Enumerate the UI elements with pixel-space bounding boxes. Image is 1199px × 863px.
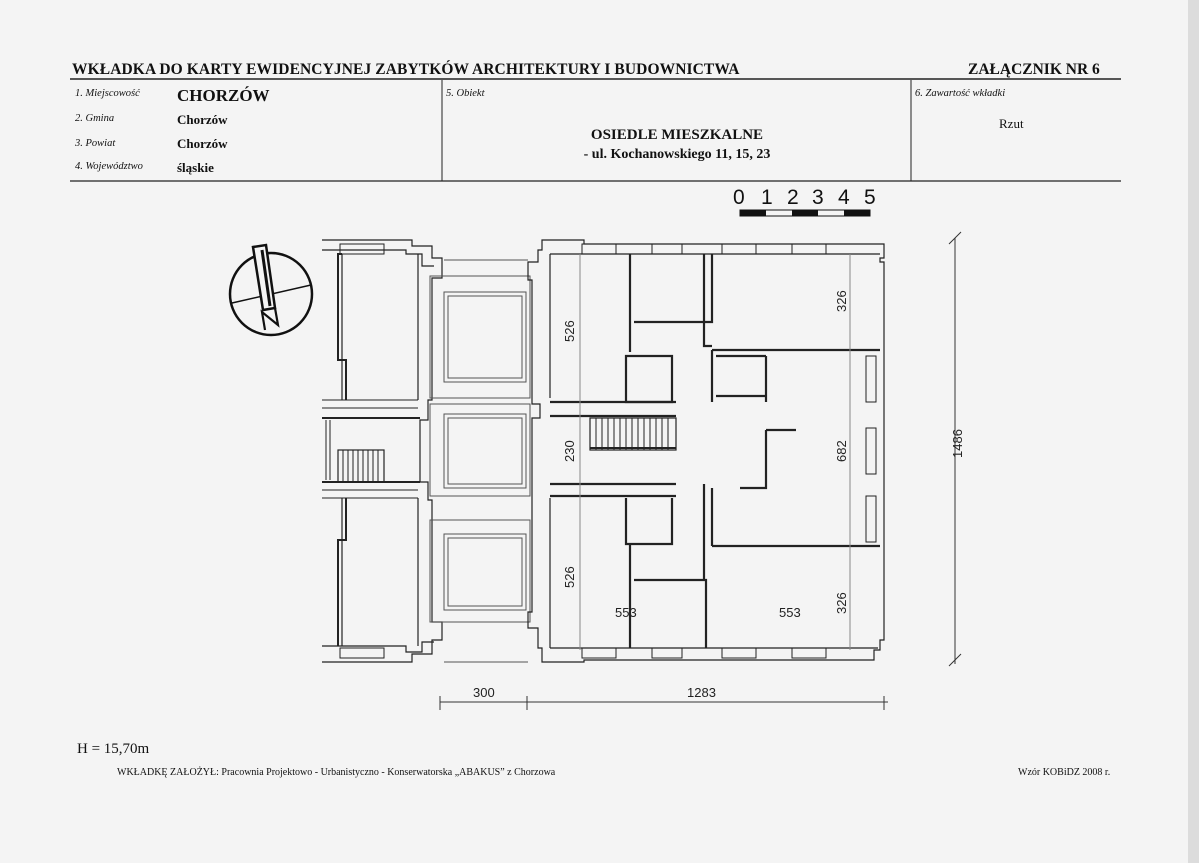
dim-building-width: 1283 bbox=[687, 685, 716, 700]
template-note: Wzór KOBiDZ 2008 r. bbox=[1018, 767, 1111, 778]
dim-total-height: 1486 bbox=[950, 429, 965, 458]
dim-stair-hall: 230 bbox=[562, 440, 577, 462]
dim-lower-room: 526 bbox=[562, 566, 577, 588]
dim-room-width-right: 553 bbox=[779, 605, 801, 620]
value-municipality: Chorzów bbox=[177, 112, 228, 127]
value-voivodeship: śląskie bbox=[177, 160, 214, 175]
scale-bar: 0 1 2 3 4 5 bbox=[733, 186, 876, 217]
north-arrow-icon bbox=[228, 243, 314, 337]
dim-right-upper: 326 bbox=[834, 290, 849, 312]
document-title: WKŁADKA DO KARTY EWIDENCYJNEJ ZABYTKÓW A… bbox=[72, 61, 740, 78]
dim-right-lower: 326 bbox=[834, 592, 849, 614]
header-table bbox=[70, 78, 1121, 182]
value-locality: CHORZÓW bbox=[177, 86, 270, 105]
object-name: OSIEDLE MIESZKALNE bbox=[590, 127, 764, 143]
dim-courtyard-width: 300 bbox=[473, 685, 495, 700]
label-object: 5. Obiekt bbox=[446, 88, 485, 99]
label-contents: 6. Zawartość wkładki bbox=[915, 88, 1006, 99]
scale-label-0: 0 bbox=[733, 186, 745, 209]
scale-label-2: 2 bbox=[787, 186, 799, 209]
dim-right-middle: 682 bbox=[834, 440, 849, 462]
scale-label-3: 3 bbox=[812, 186, 824, 209]
label-county: 3. Powiat bbox=[75, 138, 116, 149]
dimension-lines bbox=[439, 231, 962, 710]
value-contents: Rzut bbox=[999, 116, 1024, 131]
scale-label-5: 5 bbox=[864, 186, 876, 209]
label-voivodeship: 4. Województwo bbox=[75, 161, 143, 172]
value-county: Chorzów bbox=[177, 136, 228, 151]
floor-plan bbox=[322, 239, 885, 663]
scale-label-4: 4 bbox=[838, 186, 850, 209]
label-locality: 1. Miejscowość bbox=[75, 88, 140, 99]
building-height: H = 15,70m bbox=[77, 741, 150, 757]
dim-room-width-left: 553 bbox=[615, 605, 637, 620]
object-address: - ul. Kochanowskiego 11, 15, 23 bbox=[583, 147, 771, 162]
dim-upper-room: 526 bbox=[562, 320, 577, 342]
attachment-number: ZAŁĄCZNIK NR 6 bbox=[968, 61, 1100, 78]
scan-edge bbox=[1188, 0, 1199, 863]
label-municipality: 2. Gmina bbox=[75, 113, 115, 124]
scale-label-1: 1 bbox=[761, 186, 773, 209]
prepared-by: WKŁADKĘ ZAŁOŻYŁ: Pracownia Projektowo - … bbox=[117, 767, 556, 778]
